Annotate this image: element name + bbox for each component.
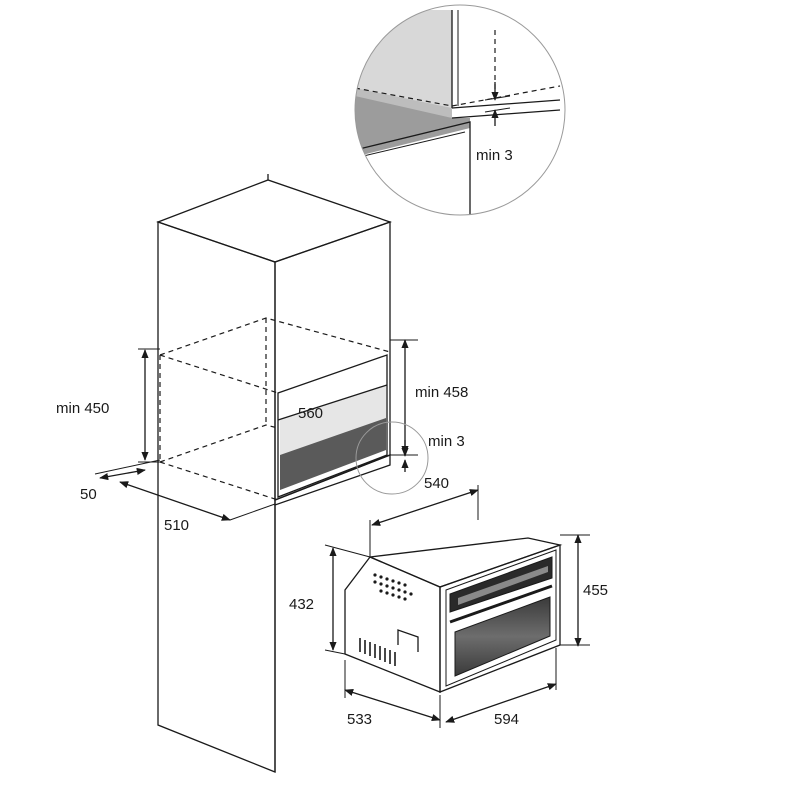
cabinet-top	[156, 179, 392, 263]
label-533: 533	[347, 711, 372, 728]
label-min-458: min 458	[415, 384, 468, 401]
label-50: 50	[80, 486, 97, 503]
detail-circle	[354, 4, 566, 216]
oven-side	[344, 556, 441, 693]
label-594: 594	[494, 711, 519, 728]
door-window	[454, 596, 551, 677]
oven-dimensions	[324, 485, 590, 728]
detail-marker-circle	[355, 421, 429, 495]
cabinet	[156, 174, 392, 773]
label-min-450: min 450	[56, 400, 109, 417]
niche-opening	[277, 354, 388, 498]
label-detail-min-3: min 3	[476, 147, 513, 164]
label-540: 540	[424, 475, 449, 492]
label-min-3: min 3	[428, 433, 465, 450]
lower-vents	[359, 638, 396, 666]
cabinet-side	[157, 221, 276, 773]
door-handle	[449, 584, 553, 624]
dimension-labels: min 450 50 510 560 min 458 min 3 min 3 5…	[56, 147, 608, 728]
label-455: 455	[583, 582, 608, 599]
side-bracket	[397, 629, 419, 652]
vent-holes	[373, 573, 413, 601]
detail-view	[354, 4, 566, 216]
label-510: 510	[164, 517, 189, 534]
label-432: 432	[289, 596, 314, 613]
label-560: 560	[298, 405, 323, 422]
oven	[344, 537, 563, 693]
